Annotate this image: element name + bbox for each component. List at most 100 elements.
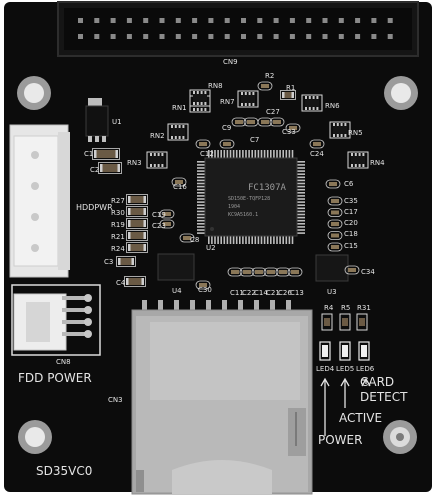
label-c24: C24 <box>310 150 324 158</box>
capacitor <box>227 267 243 277</box>
sd-slot-pin <box>142 300 147 312</box>
chip-pin <box>297 216 305 219</box>
resistor-network <box>329 121 351 139</box>
chip-pin <box>291 150 294 158</box>
ide-pin <box>208 18 214 23</box>
label-cn3: CN3 <box>108 396 123 404</box>
chip-pin <box>276 236 278 244</box>
smd-part <box>126 194 148 205</box>
chip-pin <box>197 195 205 197</box>
chip-u4 <box>157 253 195 281</box>
chip-pin <box>260 150 263 158</box>
label-c18: C18 <box>344 230 358 238</box>
label-rn7: RN7 <box>220 98 235 106</box>
label-u3: U3 <box>327 288 337 296</box>
ide-pin <box>306 18 312 23</box>
led-resistor <box>356 313 368 331</box>
chip-pin <box>197 192 205 194</box>
chip-pin <box>254 236 257 244</box>
label-c9: C9 <box>222 124 231 132</box>
label-power: POWER <box>318 433 362 447</box>
capacitor <box>239 267 255 277</box>
ide-pin <box>338 34 344 39</box>
chip-pin <box>235 150 238 158</box>
chip-pin <box>232 150 235 158</box>
chip-pin <box>223 150 226 158</box>
chip-pin <box>220 236 222 244</box>
ide-pin <box>78 18 83 23</box>
chip-pin <box>245 150 247 158</box>
chip-pin <box>248 150 250 158</box>
chip-pin <box>297 179 305 182</box>
resistor-network <box>146 151 168 169</box>
chip-pin <box>226 150 229 158</box>
chip-pin <box>217 150 219 158</box>
ide-pin <box>257 34 263 39</box>
chip-pin <box>285 150 288 158</box>
label-rn1: RN1 <box>172 104 187 112</box>
label-card-detect-1: CARD <box>360 375 394 389</box>
chip-pin <box>251 236 253 244</box>
ide-pin <box>192 18 198 23</box>
chip-pin <box>197 188 205 191</box>
smd-part <box>124 276 146 287</box>
chip-pin <box>266 236 269 244</box>
chip-pin <box>276 150 278 158</box>
capacitor <box>285 123 301 133</box>
led-resistor <box>321 313 333 331</box>
label-r30: R30 <box>111 209 125 217</box>
smd-part <box>280 90 296 100</box>
ide-pin <box>322 34 328 39</box>
capacitor <box>269 117 285 127</box>
capacitor <box>327 231 343 240</box>
led-outline <box>358 341 370 361</box>
chip-pin <box>197 219 205 222</box>
capacitor <box>251 267 267 277</box>
chip-pin <box>197 170 205 172</box>
led-resistor-body <box>324 318 330 326</box>
ide-pin <box>175 18 181 23</box>
resistor-network <box>189 89 211 107</box>
chip-pin <box>297 223 305 225</box>
ide-pin <box>94 34 100 39</box>
smd-part <box>126 230 148 241</box>
smd-part <box>116 256 136 267</box>
chip-pin <box>297 173 305 175</box>
chip-pin <box>273 236 275 244</box>
chip-pin <box>257 236 260 244</box>
capacitor <box>275 267 291 277</box>
label-rn3: RN3 <box>127 159 142 167</box>
chip-pin <box>197 198 205 200</box>
capacitor <box>327 242 343 252</box>
label-c13: C13 <box>290 289 304 297</box>
ide-pins <box>78 18 393 39</box>
capacitor <box>159 209 175 219</box>
label-c3: C3 <box>104 258 113 266</box>
smd-part <box>126 218 148 229</box>
chip-pin <box>257 150 260 158</box>
chip-pin <box>279 236 281 244</box>
chip-pin <box>273 150 275 158</box>
capacitor <box>195 280 211 290</box>
chip-pin <box>297 219 305 222</box>
label-c17: C17 <box>344 208 358 216</box>
led-arrows <box>320 377 371 436</box>
chip-pin <box>297 164 305 166</box>
label-c4: C4 <box>116 279 126 287</box>
ide-header-connector <box>57 1 419 57</box>
chip-pin <box>211 236 213 244</box>
led-outline <box>339 341 351 361</box>
ide-pin <box>143 18 149 23</box>
ide-pin <box>289 18 295 23</box>
ide-pin <box>387 18 393 23</box>
regulator-u1 <box>85 98 109 142</box>
label-led5: LED5 <box>336 365 354 373</box>
chip-pin <box>197 164 205 166</box>
ide-pin <box>192 34 198 39</box>
status-leds <box>319 313 370 361</box>
chip-pin <box>282 236 284 244</box>
chip-pin <box>220 150 222 158</box>
resistor-network <box>301 94 323 112</box>
label-c19: C19 <box>152 211 166 219</box>
